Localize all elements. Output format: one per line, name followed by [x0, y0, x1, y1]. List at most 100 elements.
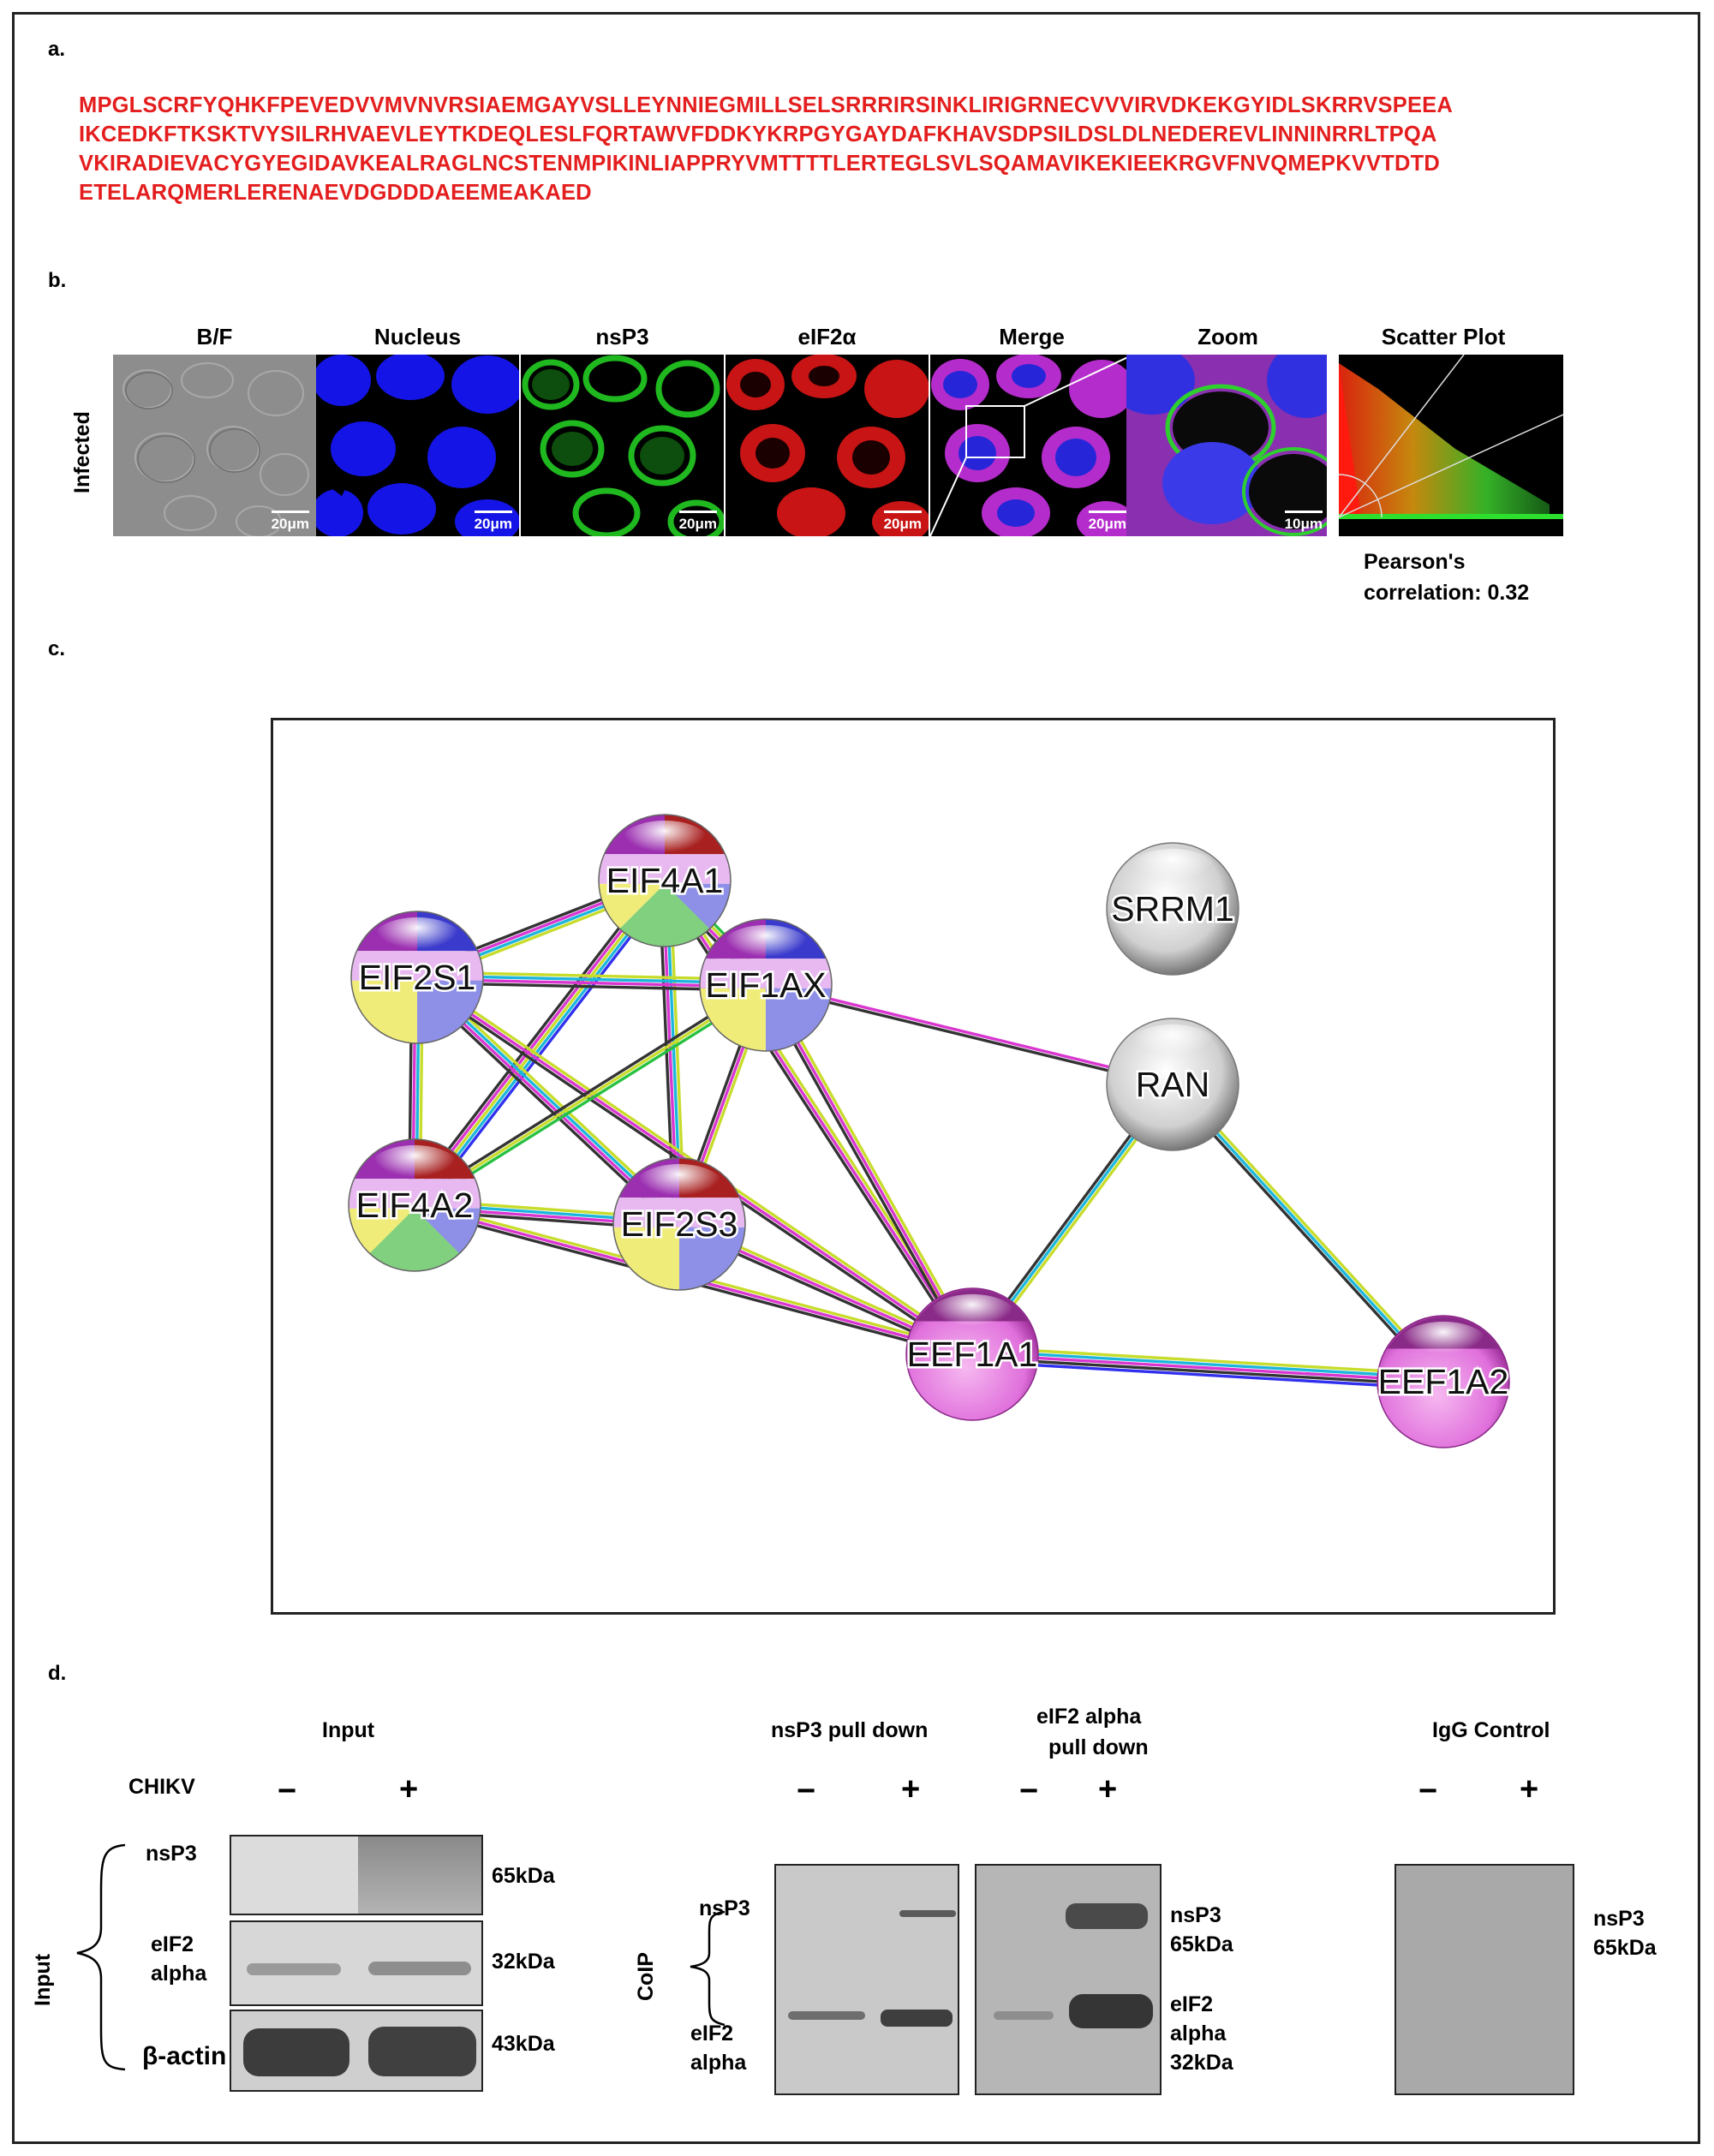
nsp3-stain [522, 355, 724, 536]
coip-brace [690, 1910, 726, 2027]
pearson-label: Pearson's [1364, 550, 1466, 574]
blot-eif2-pulldown [975, 1864, 1162, 2095]
input-brace [76, 1843, 126, 2071]
scatter-plot-image [1327, 355, 1563, 536]
nsp3-image: 20μm [521, 355, 724, 536]
panel-label-c: c. [48, 637, 66, 660]
input-eif2-label: eIF2 [151, 1932, 194, 1956]
eif2-pulldown-header: eIF2 alpha [1036, 1705, 1142, 1729]
network-edge-eif4a1-eif4a2 [413, 879, 666, 1207]
panel-label-d: d. [48, 1662, 67, 1685]
sequence-line: VKIRADIEVACYGYEGIDAVKEALRAGLNCSTENMPIKIN… [79, 152, 1441, 176]
protein-sequence: MPGLSCRFYQHKFPEVEDVVMVNVRSIAEMGAYVSLLEYN… [79, 91, 1672, 207]
network-edge-eif1ax-eif4a2 [414, 983, 767, 1207]
zoom-stain [1126, 355, 1329, 536]
network-node-label: EIF2S3 [621, 1204, 738, 1244]
network-edge-eif1ax-eef1a1 [761, 986, 970, 1357]
network-node-eif1ax: EIF1AX [699, 918, 833, 1052]
row-label-infected: Infected [70, 411, 94, 493]
sequence-line: ETELARQMERLERENAEVDGDDDAEEMEAKAED [79, 181, 592, 205]
network-node-label: EIF4A2 [356, 1186, 474, 1225]
network-edge-eif1ax-eef1a1 [767, 982, 977, 1353]
right-nsp3-label: nsP3 [1170, 1903, 1221, 1927]
eif2a-stain [726, 355, 929, 536]
column-title-bf: B/F [196, 324, 233, 349]
igg-nsp3-size: 65kDa [1593, 1936, 1657, 1960]
network-edge-eef1a1-eef1a2 [971, 1359, 1443, 1391]
network-edge-eef1a1-eef1a2 [972, 1349, 1444, 1380]
network-edge-eef1a1-eef1a2 [971, 1356, 1443, 1387]
pearson-value: correlation: 0.32 [1364, 581, 1530, 605]
plus-sign: + [901, 1771, 921, 1807]
eif2-pulldown-header-2: pull down [1048, 1735, 1149, 1759]
network-edge-eif4a1-eif4a2 [410, 877, 664, 1204]
coip-nsp3-label: nsP3 [699, 1896, 750, 1920]
scale-bar: 20μm [475, 511, 512, 533]
merge-stain [930, 355, 1133, 536]
blot-igg-control [1394, 1864, 1574, 2095]
brightfield-image: 20μm [113, 355, 316, 536]
network-node-eif4a2: EIF4A2 [348, 1138, 481, 1272]
network-edge-eif1ax-eef1a1 [764, 984, 974, 1355]
scale-bar: 20μm [272, 511, 309, 533]
plus-sign: + [1520, 1771, 1539, 1807]
right-nsp3-size: 65kDa [1170, 1932, 1233, 1956]
network-edge-eif1ax-ran [766, 982, 1174, 1084]
zoom-image: 10μm [1126, 355, 1329, 536]
column-title-scatter: Scatter Plot [1381, 324, 1506, 349]
network-edge-ran-eef1a2 [1174, 1081, 1448, 1381]
coip-eif2-label-2: alpha [690, 2051, 747, 2075]
input-nsp3-size: 65kDa [492, 1864, 555, 1888]
input-nsp3-label: nsP3 [146, 1842, 197, 1866]
network-node-eef1a1: EEF1A1 [905, 1287, 1040, 1421]
network-edge-eef1a1-eef1a2 [971, 1353, 1444, 1383]
right-eif2-label: eIF2 [1170, 1992, 1214, 2016]
merge-image: 20μm [930, 355, 1133, 536]
network-edge-eif4a1-eif4a2 [415, 881, 669, 1209]
nucleus-stain [316, 355, 519, 536]
column-title-merge: Merge [999, 324, 1065, 349]
network-node-label: EIF2S1 [359, 958, 476, 997]
plus-sign: + [1098, 1771, 1118, 1807]
sequence-line: IKCEDKFTKSKTVYSILRHVAEVLEYTKDEQLESLFQRTA… [79, 122, 1437, 146]
input-header: Input [322, 1718, 375, 1742]
network-node-ran: RAN [1106, 1018, 1239, 1151]
right-eif2-size: 32kDa [1170, 2051, 1233, 2075]
network-node-label: EEF1A1 [907, 1335, 1038, 1374]
nucleus-image: 20μm [316, 355, 519, 536]
network-edge-eif1ax-eif4a2 [415, 987, 769, 1209]
figure-frame [12, 12, 1700, 2144]
igg-header: IgG Control [1432, 1718, 1550, 1742]
network-edge-ran-eef1a2 [1171, 1083, 1445, 1383]
scale-bar: 20μm [679, 511, 717, 533]
network-node-label: SRRM1 [1111, 889, 1234, 929]
network-node-eif4a1: EIF4A1 [598, 814, 732, 947]
network-edge-ran-eef1a2 [1168, 1085, 1442, 1385]
brightfield-cells [122, 362, 309, 536]
colocalization-scatter [1327, 355, 1563, 536]
column-title-eif2a: eIF2α [797, 324, 857, 349]
minus-sign: − [1418, 1773, 1438, 1809]
panel-label-a: a. [48, 38, 66, 61]
blot-input-actin [230, 2010, 483, 2092]
network-node-label: EIF1AX [705, 965, 826, 1005]
blot-input-eif2 [230, 1920, 483, 2006]
panel-label-b: b. [48, 269, 67, 292]
minus-sign: − [1019, 1773, 1039, 1809]
network-edge-eef1a1-eef1a2 [972, 1345, 1444, 1377]
nsp3-pulldown-header: nsP3 pull down [771, 1718, 929, 1742]
right-eif2-label-2: alpha [1170, 2022, 1227, 2046]
scale-bar: 20μm [1089, 511, 1126, 533]
network-node-label: EEF1A2 [1378, 1362, 1509, 1401]
plus-sign: + [399, 1771, 419, 1807]
network-node-label: RAN [1136, 1065, 1210, 1104]
network-node-eif2s3: EIF2S3 [612, 1157, 746, 1291]
network-edge-eif1ax-eif4a2 [411, 981, 765, 1203]
igg-nsp3-label: nsP3 [1593, 1907, 1645, 1931]
blot-input-nsp3 [230, 1835, 483, 1915]
coip-label: CoIP [634, 1952, 658, 2001]
network-edge-eif4a1-eif4a2 [407, 875, 660, 1202]
